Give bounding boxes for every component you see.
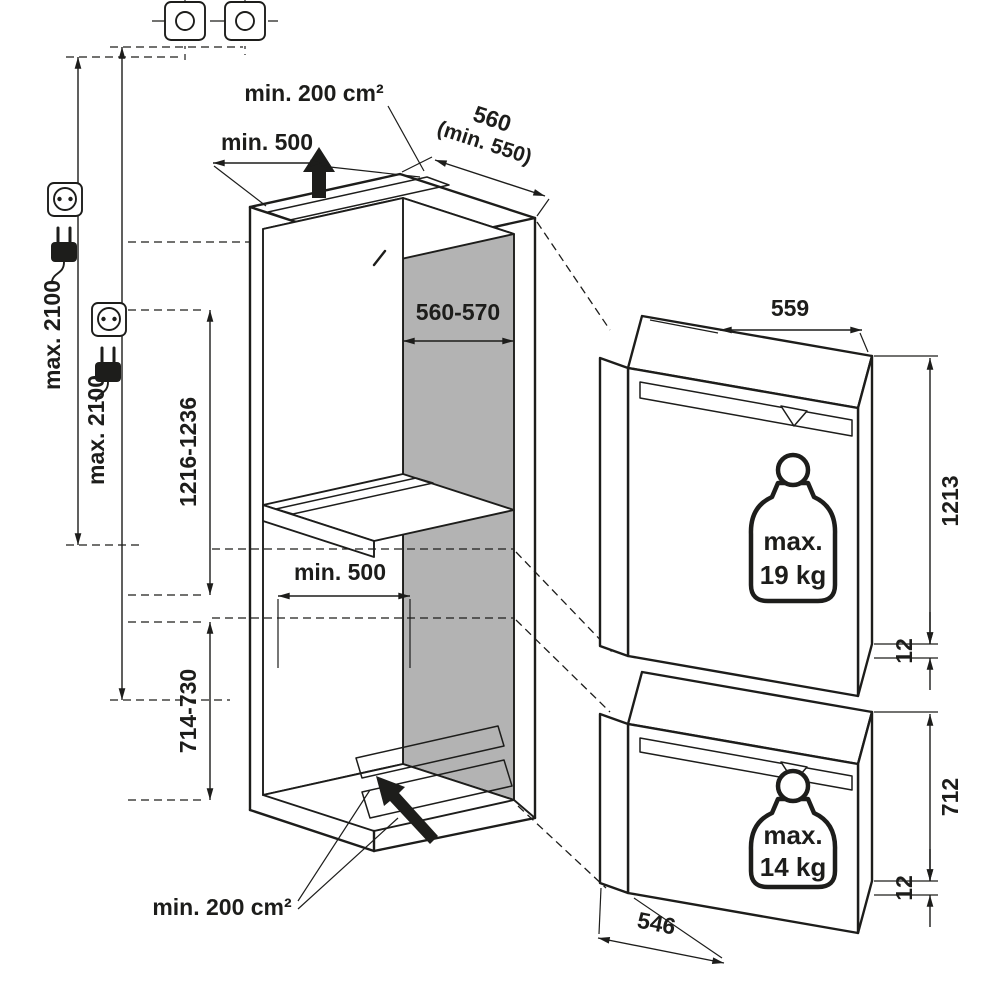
overall-height-2-label: max. 2100 (83, 375, 109, 485)
weight-upper-value: 19 kg (760, 560, 827, 590)
ceiling-mount-icon (164, 1, 206, 41)
upper-appliance-drawing: max. 19 kg (598, 314, 874, 698)
socket-icon (91, 302, 127, 337)
lower-clearance-label: 12 (891, 875, 917, 901)
weight-lower-value: 14 kg (760, 852, 827, 882)
appliance-width-label: 559 (771, 295, 809, 321)
projection-dashes (212, 221, 613, 889)
weight-lower-prefix: max. (763, 820, 822, 850)
dim-upper-clearance: 12 (874, 612, 938, 690)
dim-niche-inner-width: 560-570 (402, 299, 515, 345)
lower-niche-height-label: 714-730 (175, 669, 201, 753)
shelf-vent-hatch (275, 477, 434, 515)
upper-niche-height-label: 1216-1236 (175, 397, 201, 507)
plug-icon (95, 346, 121, 402)
dim-top-vent-width: min. 500 (212, 129, 421, 207)
bottom-vent-area-callout: min. 200 cm² (152, 789, 399, 920)
dim-appliance-depth: 546 (597, 887, 725, 965)
dim-overall-height-1: max. 2100 (39, 56, 183, 546)
lower-appliance-drawing: max. 14 kg (598, 670, 874, 935)
ceiling-mount-icons (152, 0, 278, 60)
top-vent-area-label: min. 200 cm² (244, 80, 384, 106)
lower-appliance-height-label: 712 (937, 778, 963, 816)
dim-upper-niche-height: 1216-1236 (175, 309, 214, 596)
upper-clearance-label: 12 (891, 638, 917, 664)
weight-icon-lower: max. 14 kg (748, 768, 838, 890)
dim-overall-height-2: max. 2100 (83, 46, 243, 701)
plug-icon (51, 226, 77, 282)
niche-drawing (248, 147, 537, 853)
dim-appliance-width: 559 (649, 295, 869, 353)
niche-inner-width-label: 560-570 (416, 299, 500, 325)
ceiling-mount-icon (224, 1, 266, 41)
extension-dashes-left (128, 241, 250, 801)
overall-height-1-label: max. 2100 (39, 280, 65, 390)
socket-icon (47, 182, 83, 217)
dim-mid-vent-width: min. 500 (277, 559, 411, 668)
weight-icon-upper: max. 19 kg (748, 452, 838, 604)
weight-upper-prefix: max. (763, 526, 822, 556)
top-vent-width-label: min. 500 (221, 129, 313, 155)
airflow-bottom-arrow-icon (376, 776, 438, 844)
dim-lower-appliance-height: 712 (874, 711, 963, 882)
mid-vent-width-label: min. 500 (294, 559, 386, 585)
niche-shelf (262, 473, 515, 558)
bottom-vent-hatch (355, 725, 513, 819)
bottom-vent-area-label: min. 200 cm² (152, 894, 292, 920)
upper-appliance-height-label: 1213 (937, 475, 963, 526)
dim-upper-appliance-height: 1213 (874, 355, 963, 645)
appliance-depth-label: 546 (635, 907, 678, 940)
top-vent-area-callout: min. 200 cm² (244, 80, 425, 172)
dim-lower-clearance: 12 (874, 849, 938, 927)
dim-lower-niche-height: 714-730 (175, 621, 214, 801)
